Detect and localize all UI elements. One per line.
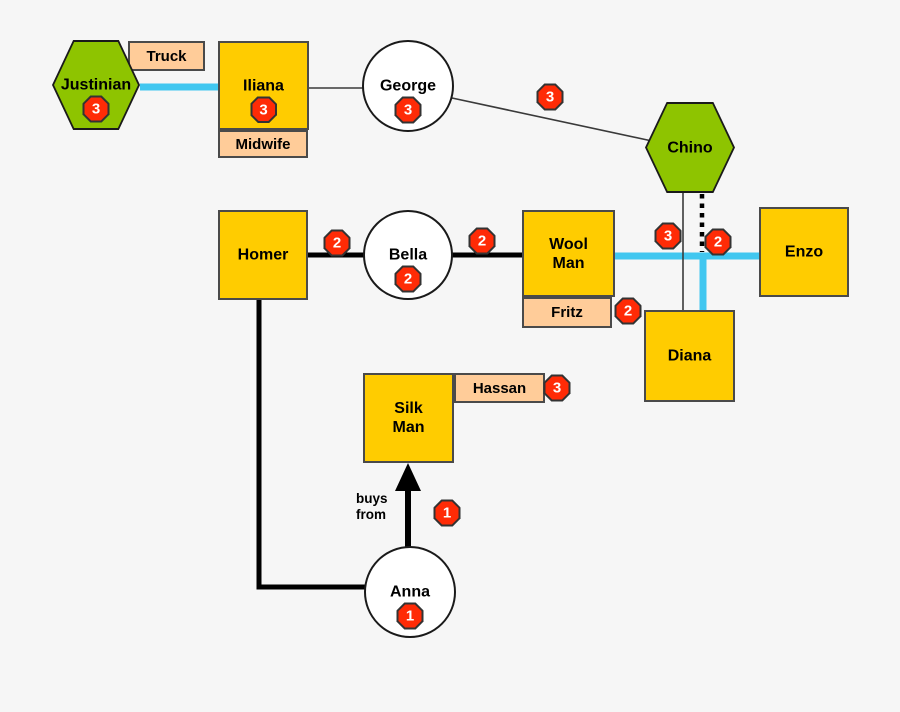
node-bella-badge: 2: [394, 265, 422, 293]
node-enzo: Enzo: [759, 207, 849, 297]
node-iliana-badge: 3: [250, 96, 277, 123]
arrowhead-icon: [395, 463, 421, 491]
node-diana-label: Diana: [667, 347, 712, 365]
node-woolman: Wool Man: [522, 210, 615, 297]
tag-fritz: Fritz: [522, 297, 612, 328]
edge-label-buys-from: buys from: [356, 491, 388, 522]
node-chino-label: Chino: [667, 139, 713, 156]
badge-anna-silkman: 1: [433, 499, 461, 527]
node-bella-label: Bella: [388, 246, 428, 264]
node-enzo-label: Enzo: [784, 243, 824, 261]
edge-homer-anna: [256, 300, 365, 590]
node-justinian-badge: 3: [82, 95, 110, 123]
tag-truck-label: Truck: [146, 47, 187, 65]
node-bella: Bella 2: [363, 210, 453, 300]
node-justinian: Justinian 3: [52, 40, 140, 130]
node-anna-badge: 1: [396, 602, 424, 630]
badge-george-chino: 3: [536, 83, 564, 111]
node-silkman-label: Silk Man: [392, 400, 425, 436]
badge-fritz: 2: [614, 297, 642, 325]
node-george-label: George: [379, 77, 436, 95]
node-iliana-label: Iliana: [243, 77, 284, 94]
hexagon-shape: [647, 104, 733, 191]
tag-truck: Truck: [128, 41, 205, 71]
node-woolman-label: Wool Man: [549, 235, 588, 272]
badge-hassan: 3: [543, 374, 571, 402]
tag-midwife: Midwife: [218, 130, 308, 158]
tag-fritz-label: Fritz: [551, 304, 583, 321]
tag-hassan-label: Hassan: [472, 379, 527, 397]
node-chino: Chino: [645, 102, 735, 193]
node-diana: Diana: [644, 310, 735, 402]
node-justinian-label: Justinian: [60, 76, 132, 94]
badge-chino-junction: 2: [704, 228, 732, 256]
tag-midwife-label: Midwife: [235, 135, 291, 153]
node-homer: Homer: [218, 210, 308, 300]
node-iliana: Iliana 3: [218, 41, 309, 130]
edge-george-chino: [451, 97, 653, 142]
node-anna: Anna 1: [364, 546, 456, 638]
node-anna-label: Anna: [390, 583, 430, 601]
node-george: George 3: [362, 40, 454, 132]
node-homer-label: Homer: [237, 246, 289, 264]
badge-woolman-enzo: 3: [654, 222, 682, 250]
node-george-badge: 3: [394, 96, 422, 124]
node-silkman: Silk Man: [363, 373, 454, 463]
badge-bella-woolman: 2: [468, 227, 496, 255]
tag-hassan: Hassan: [454, 373, 545, 403]
badge-homer-bella: 2: [323, 229, 351, 257]
